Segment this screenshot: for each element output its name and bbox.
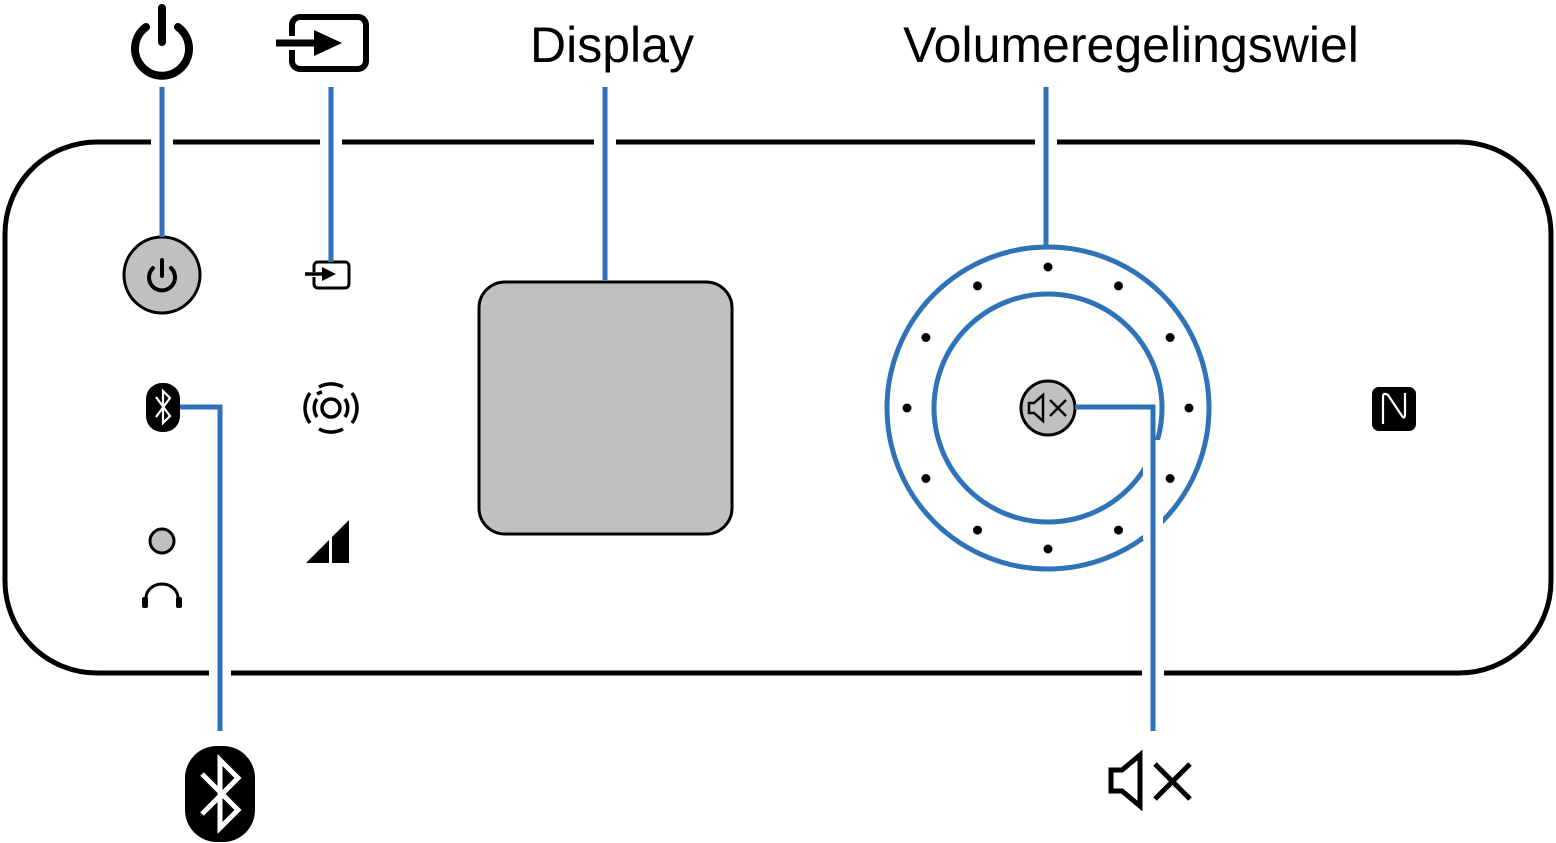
input-button[interactable] <box>305 260 351 290</box>
volume-wheel-label: Volumeregelingswiel <box>903 17 1359 73</box>
volume-dot <box>1114 525 1123 535</box>
volume-dot <box>1043 262 1053 272</box>
mute-button[interactable] <box>1019 379 1077 437</box>
wireless-icon <box>303 382 359 434</box>
volume-dot <box>1043 544 1053 554</box>
power-callout-icon <box>131 4 193 80</box>
volume-dot <box>1165 333 1175 342</box>
volume-wheel-dots <box>902 262 1194 554</box>
volume-dot <box>1184 403 1194 413</box>
headphone-jack[interactable] <box>142 527 182 608</box>
headphone-icon <box>142 582 182 608</box>
signal-icon <box>306 520 349 563</box>
power-button[interactable] <box>122 235 202 315</box>
volume-dot <box>1165 474 1175 483</box>
panel-outline <box>2 139 1554 676</box>
volume-dot <box>1114 281 1123 291</box>
display-screen <box>477 280 734 536</box>
volume-dot <box>973 281 982 291</box>
volume-dot <box>921 474 931 483</box>
nfc-icon <box>1372 387 1416 431</box>
bluetooth-indicator <box>146 383 180 432</box>
volume-dot <box>902 403 912 413</box>
volume-dot <box>921 333 931 342</box>
mute-icon <box>1027 392 1067 424</box>
mute-callout-icon <box>1108 749 1192 812</box>
callout-lines <box>159 87 1156 731</box>
volume-dot <box>973 525 982 535</box>
input-callout-icon <box>276 14 369 72</box>
power-icon <box>147 258 177 293</box>
input-icon <box>305 260 351 290</box>
bluetooth-callout-icon <box>185 746 255 842</box>
display-label: Display <box>530 17 694 73</box>
